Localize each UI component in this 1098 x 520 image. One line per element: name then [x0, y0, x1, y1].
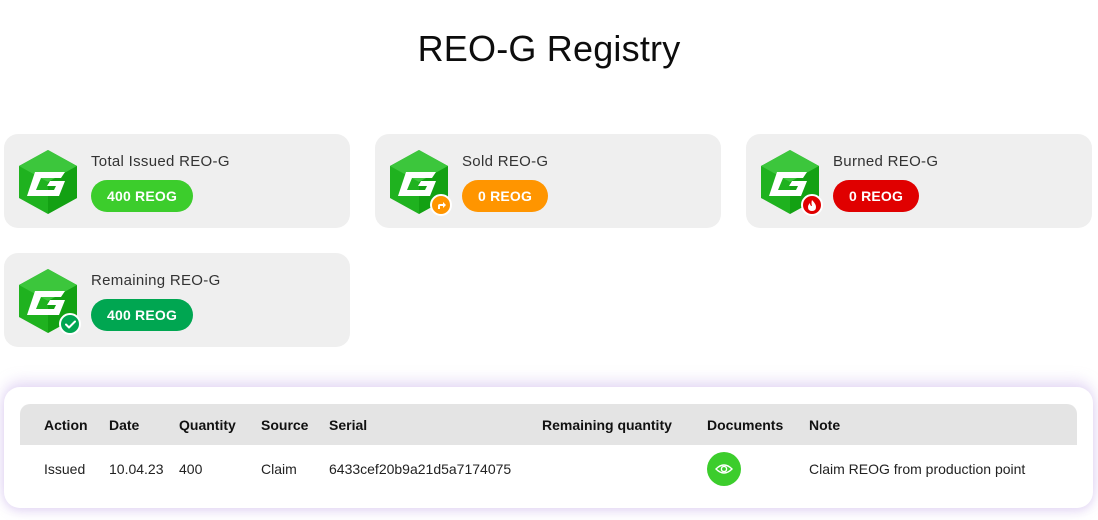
eye-icon — [715, 464, 733, 474]
sold-badge: 0 REOG — [462, 180, 549, 212]
share-arrow-icon — [430, 194, 452, 216]
cell-action: Issued — [44, 461, 86, 477]
cell-source: Claim — [261, 461, 297, 477]
column-header-serial[interactable]: Serial — [329, 417, 368, 433]
cell-note: Claim REOG from production point — [809, 461, 1026, 477]
check-icon — [59, 313, 81, 335]
stat-card-total-issued: Total Issued REO-G 400 REOG — [4, 134, 350, 228]
card-label: Remaining REO-G — [91, 272, 221, 289]
stat-card-burned: Burned REO-G 0 REOG — [746, 134, 1092, 228]
column-header-date[interactable]: Date — [109, 417, 140, 433]
flame-icon — [801, 194, 823, 216]
total-issued-badge: 400 REOG — [91, 180, 194, 212]
column-header-documents[interactable]: Documents — [707, 417, 784, 433]
remaining-badge: 400 REOG — [91, 299, 194, 331]
column-header-note[interactable]: Note — [809, 417, 841, 433]
table-header-row: Action Date Quantity Source Serial Remai… — [20, 404, 1077, 445]
reog-logo-icon — [19, 269, 81, 335]
burned-badge: 0 REOG — [833, 180, 920, 212]
reog-logo-icon — [390, 150, 452, 216]
reog-logo-icon — [761, 150, 823, 216]
view-documents-button[interactable] — [707, 452, 741, 486]
cell-date: 10.04.23 — [109, 461, 164, 477]
column-header-action[interactable]: Action — [44, 417, 88, 433]
card-label: Sold REO-G — [462, 153, 549, 170]
page-title: REO-G Registry — [417, 28, 681, 69]
stat-card-remaining: Remaining REO-G 400 REOG — [4, 253, 350, 347]
cell-serial: 6433cef20b9a21d5a7174075 — [329, 461, 512, 477]
reog-logo-icon — [19, 150, 77, 214]
card-label: Total Issued REO-G — [91, 153, 230, 170]
column-header-source[interactable]: Source — [261, 417, 309, 433]
column-header-quantity[interactable]: Quantity — [179, 417, 236, 433]
cell-quantity: 400 — [179, 461, 203, 477]
stat-card-sold: Sold REO-G 0 REOG — [375, 134, 721, 228]
card-label: Burned REO-G — [833, 153, 939, 170]
registry-table: Action Date Quantity Source Serial Remai… — [4, 387, 1093, 508]
column-header-remaining-quantity[interactable]: Remaining quantity — [542, 417, 672, 433]
